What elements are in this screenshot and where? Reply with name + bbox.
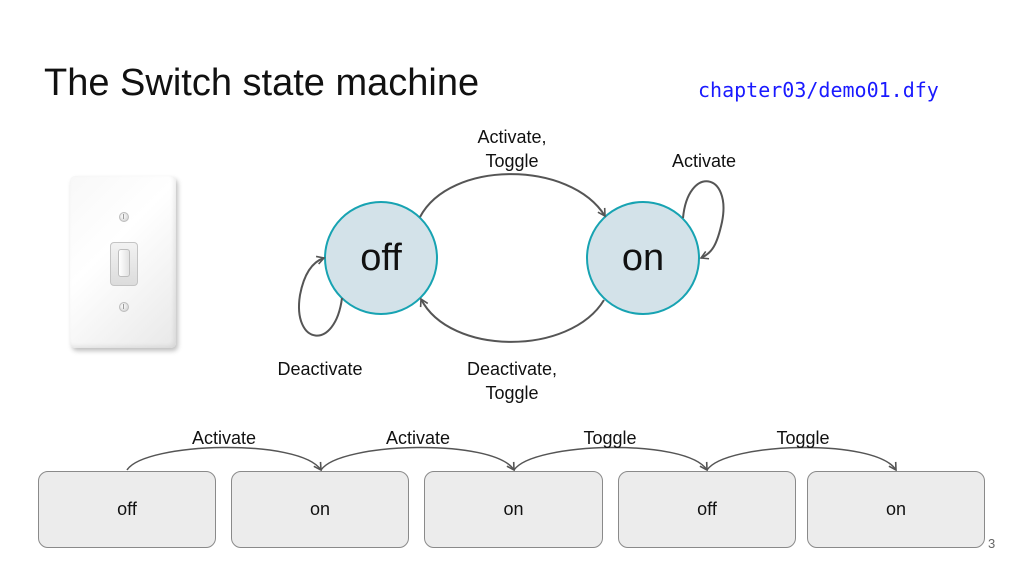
sequence-arrow-3 — [513, 446, 708, 472]
page-number: 3 — [988, 536, 996, 551]
sequence-state-label: off — [697, 499, 717, 519]
sequence-arrow-1 — [126, 446, 322, 472]
sequence-action-label: Toggle — [583, 428, 637, 448]
top-screw-icon — [119, 212, 129, 222]
bottom-screw-icon — [119, 302, 129, 312]
sequence-arrow-4 — [706, 446, 897, 472]
sequence-arrow-2 — [320, 446, 515, 472]
sequence-state-box: on — [231, 471, 409, 548]
sequence-state-label: on — [503, 499, 524, 519]
sequence-action-label: Activate — [385, 428, 451, 448]
transition-label-off-to-on: Activate, Toggle — [477, 127, 547, 171]
transition-label-on-self: Activate — [671, 151, 737, 171]
sequence-state-box: on — [424, 471, 603, 548]
state-off-label: off — [360, 237, 402, 279]
arrow-on-to-off — [419, 297, 605, 343]
light-switch-image — [70, 176, 176, 348]
sequence-state-label: on — [309, 499, 331, 519]
toggle-slot — [110, 242, 138, 286]
slide-title: The Switch state machine — [44, 62, 480, 104]
sequence-state-label: off — [117, 499, 137, 519]
transition-label-off-self: Deactivate — [277, 359, 363, 379]
transition-label-on-to-off: Deactivate, Toggle — [466, 359, 558, 403]
sequence-action-label: Activate — [191, 428, 257, 448]
sequence-state-box: off — [618, 471, 796, 548]
state-on-label: on — [621, 237, 665, 279]
sequence-state-box: on — [807, 471, 985, 548]
toggle-lever-icon — [118, 249, 130, 277]
state-on-circle — [586, 201, 700, 315]
arrow-on-self-loop — [682, 180, 725, 260]
sequence-action-label: Toggle — [776, 428, 830, 448]
file-path: chapter03/demo01.dfy — [698, 78, 939, 102]
arrow-off-to-on — [419, 173, 606, 218]
sequence-state-label: on — [885, 499, 907, 519]
arrow-off-self-loop — [298, 255, 343, 337]
sequence-state-box: off — [38, 471, 216, 548]
